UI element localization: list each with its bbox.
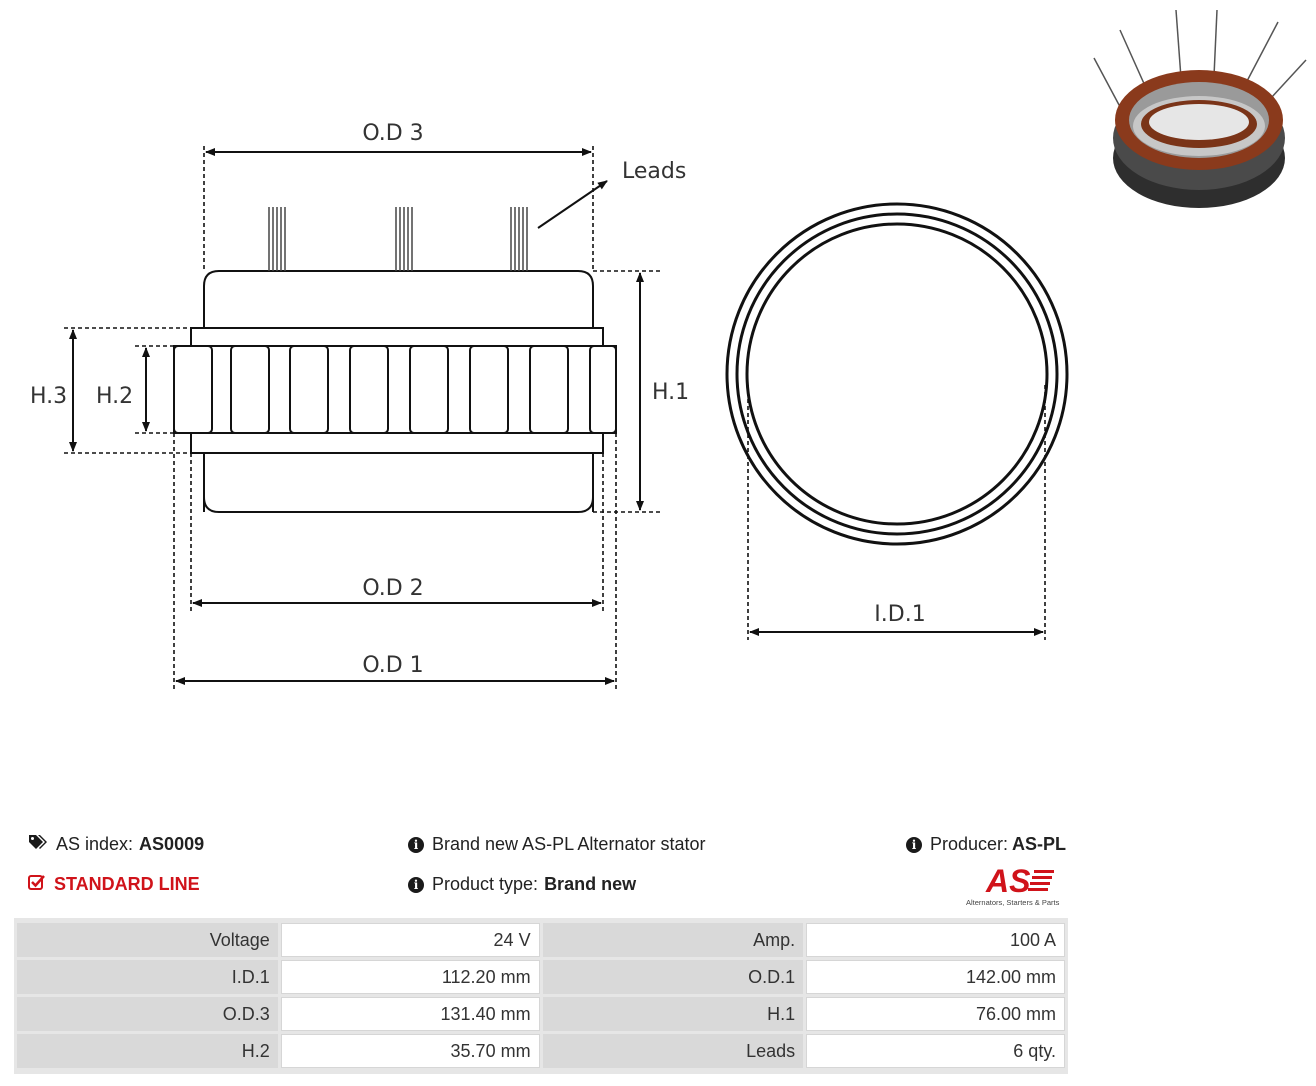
table-row: H.2 35.70 mm Leads 6 qty. (17, 1034, 1065, 1068)
svg-text:Alternators, Starters & Parts: Alternators, Starters & Parts (966, 898, 1060, 907)
description-text: Brand new AS-PL Alternator stator (432, 834, 706, 854)
spec-label: H.1 (542, 997, 804, 1031)
label-h1: H.1 (652, 380, 689, 405)
label-h3: H.3 (30, 384, 67, 409)
label-od1: O.D 1 (362, 653, 423, 678)
product-type-value: Brand new (544, 874, 637, 894)
spec-value: 112.20 mm (280, 960, 540, 994)
spec-value: 24 V (280, 923, 540, 957)
checkbox-icon (28, 874, 46, 895)
label-h2: H.2 (96, 384, 133, 409)
spec-value: 35.70 mm (280, 1034, 540, 1068)
tags-icon (28, 834, 48, 855)
table-row: O.D.3 131.40 mm H.1 76.00 mm (17, 997, 1065, 1031)
svg-text:AS: AS (985, 863, 1031, 899)
producer: i Producer: AS-PL (906, 834, 1066, 855)
label-id1: I.D.1 (874, 602, 925, 627)
spec-label: Amp. (542, 923, 804, 957)
spec-label: O.D.3 (17, 997, 278, 1031)
spec-table: Voltage 24 V Amp. 100 A I.D.1 112.20 mm … (14, 920, 1068, 1071)
stator-photo (1093, 9, 1307, 208)
product-type-label: Product type: (432, 874, 539, 894)
table-row: Voltage 24 V Amp. 100 A (17, 923, 1065, 957)
spec-value: 100 A (806, 923, 1065, 957)
table-row: I.D.1 112.20 mm O.D.1 142.00 mm (17, 960, 1065, 994)
spec-label: O.D.1 (542, 960, 804, 994)
info-icon: i (906, 836, 922, 853)
spec-value: 142.00 mm (806, 960, 1065, 994)
as-index: AS index: AS0009 (28, 834, 204, 855)
description: i Brand new AS-PL Alternator stator (408, 834, 705, 855)
spec-label: Voltage (17, 923, 278, 957)
as-index-label: AS index: (56, 834, 134, 854)
label-leads: Leads (622, 159, 686, 184)
spec-label: H.2 (17, 1034, 278, 1068)
spec-label: I.D.1 (17, 960, 278, 994)
standard-line: STANDARD LINE (28, 874, 200, 895)
label-od2: O.D 2 (362, 576, 423, 601)
label-od3: O.D 3 (362, 121, 423, 146)
as-index-value: AS0009 (139, 834, 205, 854)
spec-value: 76.00 mm (806, 997, 1065, 1031)
stator-dimension-drawing: O.D 3 Leads H.1 H.3 H.2 O.D 2 O.D 1 I.D.… (30, 121, 1069, 690)
producer-value: AS-PL (1012, 834, 1067, 854)
as-pl-logo: AS Alternators, Starters & Parts (966, 863, 1060, 907)
spec-label: Leads (542, 1034, 804, 1068)
product-type: i Product type: Brand new (408, 874, 636, 895)
producer-label: Producer: (930, 834, 1009, 854)
info-icon: i (408, 836, 424, 853)
info-icon: i (408, 876, 424, 893)
spec-value: 6 qty. (806, 1034, 1065, 1068)
standard-line-label: STANDARD LINE (54, 874, 200, 894)
spec-value: 131.40 mm (280, 997, 540, 1031)
